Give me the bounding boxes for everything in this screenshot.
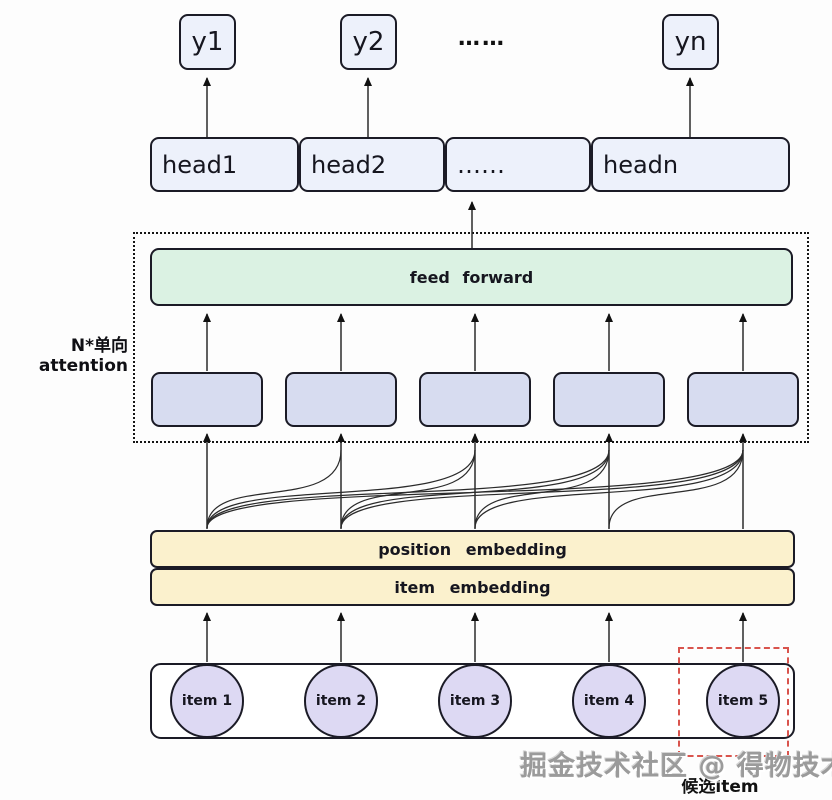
head-label: head2 — [311, 150, 387, 179]
item-label: item 1 — [181, 693, 233, 709]
candidate-item-label: 候选item — [681, 777, 759, 797]
candidate-item-highlight-box — [678, 647, 789, 757]
attention-curve-2-5 — [340, 449, 744, 529]
item-label: item 4 — [583, 693, 635, 709]
output-node-label: yn — [674, 27, 707, 57]
head-label: head1 — [162, 150, 238, 179]
feed-forward-bar: feed forward — [150, 248, 793, 306]
item-circle-4: item 4 — [572, 664, 646, 738]
watermark-text: 掘金技术社区 @ 得物技术 — [520, 751, 832, 782]
output-ellipsis: …… — [458, 26, 506, 51]
output-node-y1: y1 — [179, 14, 236, 70]
item-embedding-bar: item embedding — [150, 568, 795, 606]
hidden-state-box-3 — [419, 372, 531, 427]
item-embedding-label: item embedding — [394, 577, 551, 597]
head-segment-n: headn — [591, 137, 790, 192]
output-node-yn: yn — [662, 14, 719, 70]
head-label: headn — [603, 150, 679, 179]
attention-block-label: N*单向attention — [38, 336, 128, 376]
position-embedding-bar: position embedding — [150, 530, 795, 568]
item-label: item 2 — [315, 693, 367, 709]
attention-curve-3-4 — [474, 449, 610, 529]
attention-curve-1-3 — [206, 449, 476, 529]
attention-curve-1-5 — [206, 449, 744, 529]
attention-curve-3-5 — [474, 449, 744, 529]
item-circle-3: item 3 — [438, 664, 512, 738]
attention-curve-4-5 — [608, 449, 744, 529]
item-label: item 3 — [449, 693, 501, 709]
hidden-state-box-5 — [687, 372, 799, 427]
output-node-label: y1 — [191, 27, 224, 57]
head-ellipsis: …… — [457, 150, 505, 179]
item-circle-2: item 2 — [304, 664, 378, 738]
item-label: item 5 — [717, 693, 769, 709]
attention-block-dotted-border — [133, 232, 809, 443]
head-segment-ellipsis: …… — [445, 137, 591, 192]
causal-attention-curves — [206, 449, 744, 529]
attention-curve-1-4 — [206, 449, 610, 529]
attention-curve-1-2 — [206, 449, 342, 529]
item-circle-5: item 5 — [706, 664, 780, 738]
hidden-state-box-1 — [151, 372, 263, 427]
position-embedding-label: position embedding — [378, 539, 567, 559]
head-segment-1: head1 — [150, 137, 299, 192]
hidden-state-box-4 — [553, 372, 665, 427]
item-circle-1: item 1 — [170, 664, 244, 738]
attention-curve-2-4 — [340, 449, 610, 529]
head-segment-2: head2 — [299, 137, 445, 192]
hidden-state-box-2 — [285, 372, 397, 427]
output-node-label: y2 — [352, 27, 385, 57]
feed-forward-label: feed forward — [409, 267, 534, 287]
attention-curve-2-3 — [340, 449, 476, 529]
output-node-y2: y2 — [340, 14, 397, 70]
